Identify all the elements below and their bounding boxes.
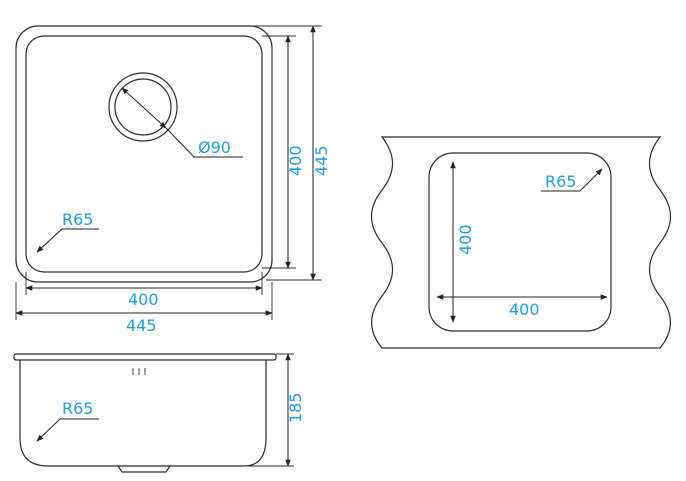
drain-inner-circle xyxy=(114,78,172,136)
side-radius-label: R65 xyxy=(62,399,93,418)
top-view: Ø90 R65 400 445 400 445 xyxy=(15,25,331,335)
cutout-height-label: 400 xyxy=(456,224,475,255)
drain-diameter-label: Ø90 xyxy=(198,138,231,157)
cutout-radius-leader-diagonal xyxy=(579,168,603,192)
drain-diameter-line xyxy=(121,87,167,129)
side-view: R65 185 xyxy=(13,353,305,473)
outer-height-label: 445 xyxy=(312,145,331,176)
depth-label: 185 xyxy=(286,392,305,423)
drain-outer-circle xyxy=(108,72,178,142)
side-radius-leader xyxy=(36,418,99,442)
cutout-view: R65 400 400 xyxy=(370,136,672,349)
side-rim-flange xyxy=(13,353,277,361)
corner-radius-label: R65 xyxy=(62,210,93,229)
side-bowl-profile xyxy=(19,360,267,467)
sink-outer-rim xyxy=(15,25,273,283)
inner-width-label: 400 xyxy=(128,290,159,309)
corner-radius-leader xyxy=(36,228,99,253)
cutout-opening xyxy=(428,152,612,332)
side-drain-outlet xyxy=(117,465,171,473)
drain-leader xyxy=(165,127,243,158)
outer-width-label: 445 xyxy=(126,316,157,335)
cutout-radius-label: R65 xyxy=(545,172,576,191)
cutout-width-label: 400 xyxy=(509,300,540,319)
sink-inner-bowl xyxy=(25,35,263,273)
inner-height-label: 400 xyxy=(286,145,305,176)
countertop-outline xyxy=(370,136,672,349)
